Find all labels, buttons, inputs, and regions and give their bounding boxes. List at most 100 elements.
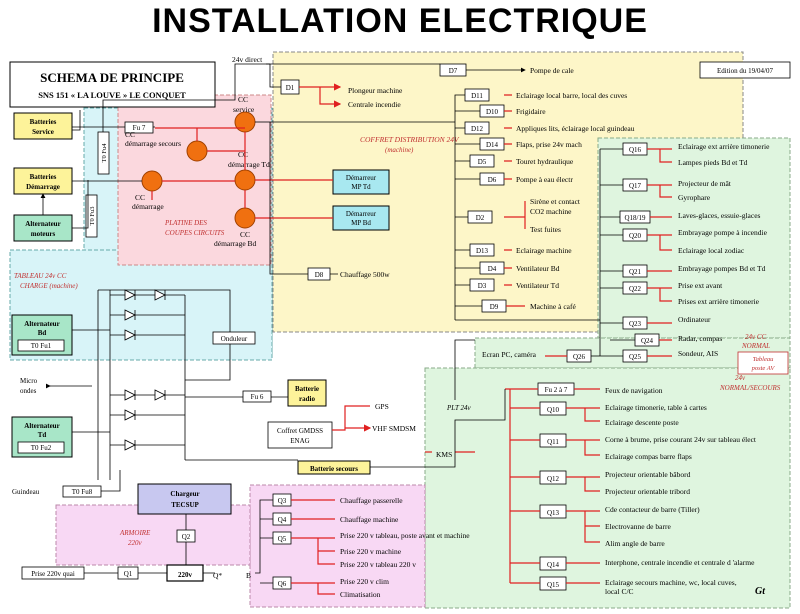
t0-fu4-label: T0 Fu4 [101, 143, 108, 163]
coffret-row-d14: D14 Flaps, prise 24v mach [479, 137, 582, 151]
q16-desc: Eclairage ext arrière timonerie [678, 142, 770, 151]
q3-label: Q3 [278, 497, 287, 505]
fu-2a7-label: Fu 2 à 7 [545, 386, 568, 394]
alternateur-td-line2: Td [38, 431, 47, 439]
d1-desc-2: Centrale incendie [348, 100, 401, 109]
s11-desc2: local C/C [605, 587, 634, 596]
s10-desc: Interphone, centrale incendie et central… [605, 558, 755, 567]
q22-label: Q22 [629, 285, 642, 293]
t0-fu2-box [17, 441, 65, 454]
q5-desc3: Prise 220 v tableau 220 v [340, 560, 416, 569]
q6-desc: Prise 220 v clim [340, 577, 389, 586]
batterie-radio-line2: radio [299, 395, 315, 403]
q18-desc: Laves-glaces, essuie-glaces [678, 211, 761, 220]
q4-desc: Chauffage machine [340, 515, 399, 524]
q26-label: Q26 [573, 353, 586, 361]
s2-desc: Eclairage descente poste [605, 418, 679, 427]
d12-desc: Appliques lits, éclairage local guindeau [516, 124, 635, 133]
label-normal-secours-sub: NORMAL/SECOURS [719, 384, 781, 392]
label-coffret-sub: (machine) [385, 146, 414, 154]
d11-label: D11 [471, 92, 483, 100]
t0-fu8-label: T0 Fu8 [72, 488, 93, 496]
batteries-service-line2: Service [32, 128, 54, 136]
secours-rows: Fu 2 à 7 Feux de navigation Q10 Eclairag… [537, 382, 757, 596]
label-platine: PLATINE DES [164, 219, 207, 227]
q14-label: Q14 [547, 561, 560, 569]
label-kms: KMS [436, 450, 452, 459]
batteries-service-box [13, 112, 73, 140]
edition-box [699, 61, 791, 79]
d8-desc: Chauffage 500w [340, 270, 390, 279]
alternateur-bd-line1: Alternateur [24, 320, 59, 328]
coffret-row-d6: D6 Pompe à eau électr [479, 172, 573, 186]
chargeur-tecsup-box [137, 483, 232, 515]
tableau-poste-av-line2: poste AV [751, 365, 776, 372]
batterie-radio-box [287, 379, 327, 407]
prise-220v-quai-label: Prise 220v quai [31, 570, 75, 578]
label-tableau-sub: CHARGE (machine) [20, 282, 78, 290]
edition-date: Edition du 19/04/07 [717, 67, 774, 75]
alternateur-bd-line2: Bd [38, 329, 47, 337]
cc-td-line2: démarrage Td [228, 160, 270, 169]
q17-desc: Projecteur de mât [678, 179, 732, 188]
tableau-poste-av-line1: Tableau [753, 356, 774, 363]
q22-desc2: Prises ext arrière timonerie [678, 297, 760, 306]
q24-label: Q24 [641, 337, 654, 345]
armoire-rows: Q3 Chauffage passerelle Q4 Chauffage mac… [272, 493, 470, 599]
d6-desc: Pompe à eau électr [516, 175, 573, 184]
cc-bd-line2: démarrage Bd [214, 239, 257, 248]
gmdss-line2: ENAG [290, 437, 309, 445]
s4-desc: Eclairage compas barre flaps [605, 452, 692, 461]
gmdss-line1: Coffret GMDSS [277, 427, 323, 435]
cc-service-line2: service [233, 105, 255, 114]
page-title: INSTALLATION ELECTRIQUE [152, 2, 648, 40]
cc-secours-line1: CC [125, 130, 135, 139]
signature-initials: Gt [755, 586, 766, 597]
label-normal-sub: NORMAL [741, 342, 770, 350]
demarreur-mp-td-line1: Démarreur [346, 174, 377, 182]
q23-label: Q23 [629, 320, 642, 328]
q25-desc: Sondeur, AIS [678, 349, 718, 358]
cc-bd-line1: CC [240, 230, 250, 239]
alternateur-moteurs-box [13, 214, 73, 242]
s6-desc: Projecteur orientable tribord [605, 487, 690, 496]
coffret-row-d5: D5 Touret hydraulique [469, 154, 574, 168]
s11-desc: Eclairage secours machine, wc, local cuv… [605, 578, 737, 587]
d8-label: D8 [315, 271, 324, 279]
q22-desc: Prise ext avant [678, 281, 723, 290]
q26-desc: Ecran PC, caméra [482, 350, 537, 359]
schema-header-box [9, 61, 216, 108]
220v-label: 220v [178, 571, 193, 579]
cc-dem-line1: CC [135, 193, 145, 202]
d12-label: D12 [471, 125, 484, 133]
d14-label: D14 [486, 141, 499, 149]
schema-subtitle: SNS 151 « LA LOUVE » LE CONQUET [38, 90, 186, 100]
diodes [124, 289, 166, 451]
cc-td-line1: CC [238, 150, 248, 159]
schema-title: SCHEMA DE PRINCIPE [40, 70, 184, 85]
s3-desc: Corne à brume, prise courant 24v sur tab… [605, 435, 757, 444]
q6-desc2: Climatisation [340, 590, 381, 599]
label-armoire: ARMOIRE [119, 529, 151, 537]
t0-fu1-label: T0 Fu1 [31, 342, 52, 350]
alternateur-moteurs-line2: moteurs [31, 230, 56, 238]
d4-desc: Ventilateur Bd [516, 264, 560, 273]
d4-label: D4 [488, 265, 497, 273]
wiring [40, 63, 635, 584]
d2-desc-3: Test fuites [530, 225, 561, 234]
s8-desc: Electrovanne de barre [605, 522, 671, 531]
demarreur-mp-bd-line1: Démarreur [346, 210, 377, 218]
d10-desc: Frigidaire [516, 107, 546, 116]
label-b: B [246, 571, 251, 580]
d14-desc: Flaps, prise 24v mach [516, 140, 582, 149]
s7-desc: Cde contacteur de barre (Tiller) [605, 505, 700, 514]
q25-label: Q25 [629, 353, 642, 361]
label-platine-sub: COUPES CIRCUITS [165, 229, 225, 237]
q10-label: Q10 [547, 406, 560, 414]
zone-24v-normal-secours [424, 367, 791, 609]
q2-label: Q2 [182, 533, 191, 541]
d3-label: D3 [478, 282, 487, 290]
coffret-gmdss-box [267, 421, 333, 449]
s1-desc: Eclairage timonerie, table à cartes [605, 403, 707, 412]
